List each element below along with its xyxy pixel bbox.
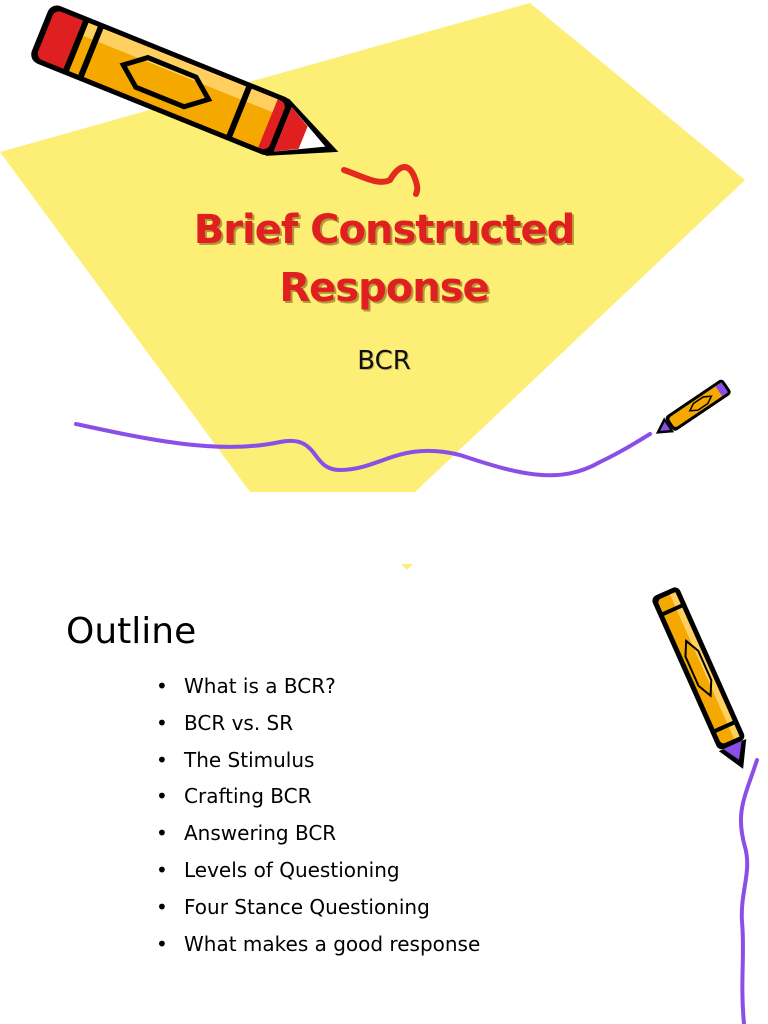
list-item-label: Levels of Questioning <box>184 857 400 882</box>
list-item-label: What is a BCR? <box>184 674 336 698</box>
list-item-label: Answering BCR <box>184 821 337 846</box>
purple-squiggle <box>738 758 759 1024</box>
outline-heading: Outline <box>66 611 197 652</box>
slide-decoration <box>401 564 759 1024</box>
list-item: • The Stimulus <box>156 746 480 783</box>
list-item-label: Four Stance Questioning <box>184 894 430 919</box>
red-squiggle <box>341 164 421 197</box>
list-item: • BCR vs. SR <box>156 709 480 746</box>
large-pencil-icon <box>31 5 339 156</box>
bullet: • <box>156 857 168 882</box>
list-item: • Levels of Questioning <box>156 856 480 893</box>
purple-squiggle <box>74 422 652 478</box>
title-line-2: Response <box>279 265 489 311</box>
subtitle: BCR <box>357 346 411 376</box>
title-line-1: Brief Constructed <box>193 207 575 253</box>
list-item: • Crafting BCR <box>156 782 480 819</box>
bullet: • <box>156 894 168 919</box>
list-item: • Answering BCR <box>156 819 480 856</box>
list-item-label: BCR vs. SR <box>184 710 294 735</box>
small-pencil-icon <box>655 379 731 434</box>
title-slide: Brief Constructed Response BCR <box>0 3 745 492</box>
yellow-marker <box>401 564 413 570</box>
bullet: • <box>156 710 168 735</box>
list-item-label: The Stimulus <box>184 747 315 772</box>
list-item: • What makes a good response <box>156 930 480 967</box>
list-item: • Four Stance Questioning <box>156 893 480 930</box>
list-item-label: Crafting BCR <box>184 784 312 809</box>
bullet: • <box>156 747 168 772</box>
bullet: • <box>156 931 168 956</box>
bullet: • <box>156 674 168 698</box>
bullet: • <box>156 784 168 809</box>
vertical-pencil-icon <box>652 587 747 769</box>
outline-list: • What is a BCR? • BCR vs. SR • The Stimulu… <box>156 672 480 966</box>
list-item: • What is a BCR? <box>156 672 480 709</box>
list-item-label: What makes a good response <box>184 931 481 956</box>
outline-slide: Outline • What is a BCR? • BCR vs. SR • The… <box>0 512 768 1024</box>
slide-background <box>0 3 745 492</box>
bullet: • <box>156 821 168 846</box>
yellow-diamond-shape <box>0 3 745 492</box>
